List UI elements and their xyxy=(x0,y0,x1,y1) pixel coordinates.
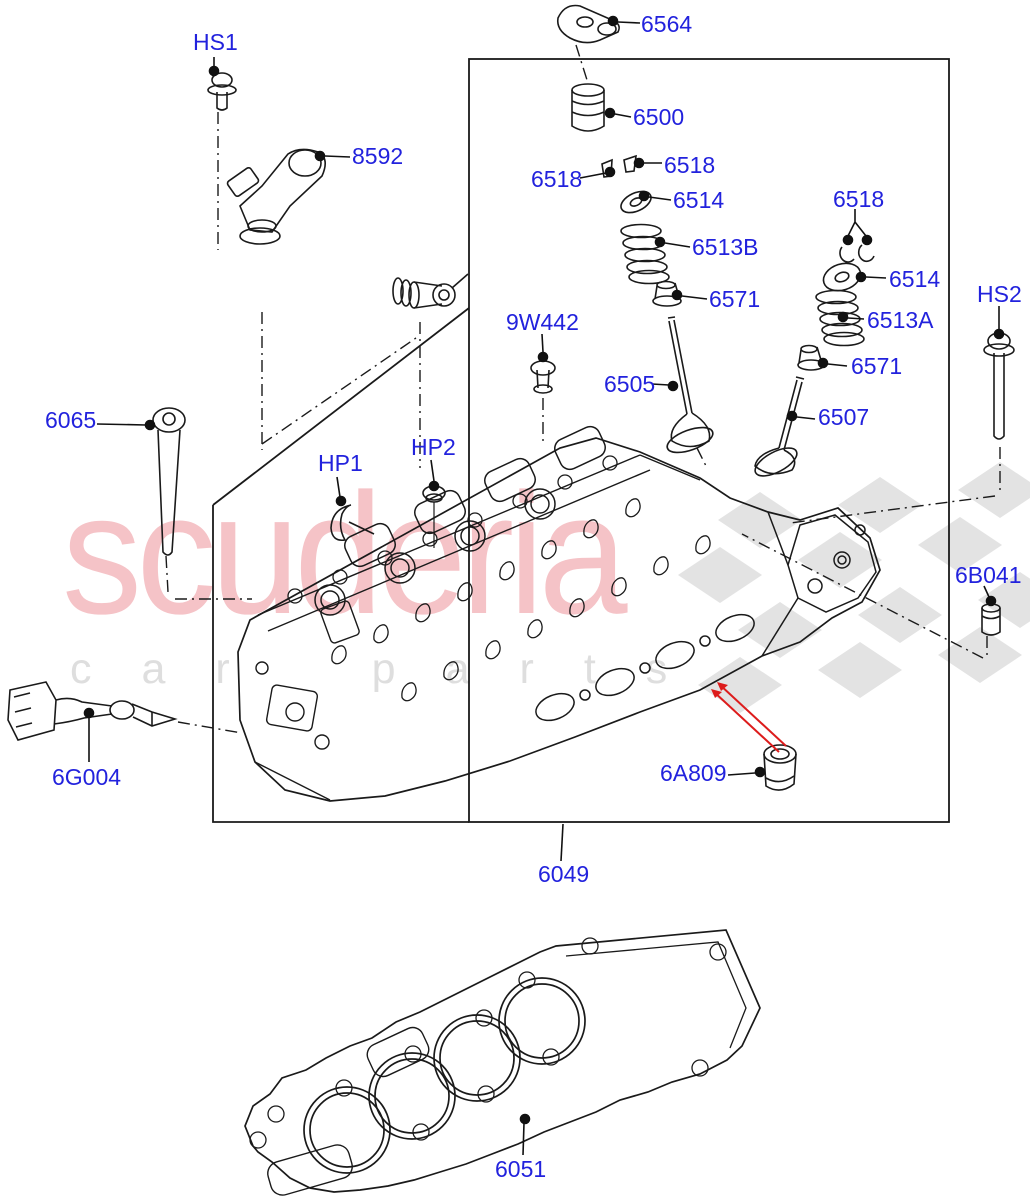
part-label-hp1[interactable]: HP1 xyxy=(318,450,363,476)
cylinder-head-drawing xyxy=(237,425,881,802)
left-assembly-box xyxy=(212,505,469,823)
part-label-6g004[interactable]: 6G004 xyxy=(52,764,122,790)
part-label-6b041[interactable]: 6B041 xyxy=(955,562,1022,588)
part-label-6505[interactable]: 6505 xyxy=(604,371,656,397)
callout-leader-lines xyxy=(83,15,1005,1156)
main-assembly-box xyxy=(468,58,950,823)
part-label-6564[interactable]: 6564 xyxy=(641,11,693,37)
projection-lines xyxy=(165,44,1001,734)
part-label-hp2[interactable]: HP2 xyxy=(411,434,456,460)
part-label-6513b[interactable]: 6513B xyxy=(692,234,759,260)
part-label-6514-mid[interactable]: 6514 xyxy=(673,187,725,213)
intake-valve-6505-drawing xyxy=(666,316,714,454)
part-label-hs2[interactable]: HS2 xyxy=(977,281,1022,307)
part-label-6571-right[interactable]: 6571 xyxy=(851,353,903,379)
exhaust-valve-6507-drawing xyxy=(754,376,805,477)
head-bolt-hs2-drawing xyxy=(983,332,1015,440)
part-label-6500[interactable]: 6500 xyxy=(633,104,685,130)
plug-9w442-drawing xyxy=(530,360,556,394)
part-label-hs1[interactable]: HS1 xyxy=(193,29,238,55)
part-label-6518-right[interactable]: 6518 xyxy=(833,186,885,212)
part-label-6051[interactable]: 6051 xyxy=(495,1156,547,1182)
part-label-9w442[interactable]: 9W442 xyxy=(506,309,579,335)
part-label-6065[interactable]: 6065 xyxy=(45,407,97,433)
part-label-6518-top[interactable]: 6518 xyxy=(664,152,716,178)
part-label-6514-right[interactable]: 6514 xyxy=(889,266,941,292)
oil-control-valve-6284-drawing xyxy=(392,273,469,309)
head-gasket-drawing xyxy=(244,929,761,1196)
core-plug-6a809-drawing xyxy=(763,744,797,791)
part-label-6513a[interactable]: 6513A xyxy=(867,307,934,333)
bolt-6065-drawing xyxy=(152,407,186,556)
valve-collets-6518-right-drawing xyxy=(839,244,875,263)
part-label-6a809[interactable]: 6A809 xyxy=(660,760,727,786)
valve-spring-6513b-drawing xyxy=(620,223,670,285)
part-label-6049[interactable]: 6049 xyxy=(538,861,590,887)
left-assembly-box-diagonal xyxy=(212,307,470,506)
part-label-8592[interactable]: 8592 xyxy=(352,143,404,169)
pointer-arrows xyxy=(711,682,787,753)
lash-adjuster-6500-drawing xyxy=(571,83,605,132)
cup-plug-hp1-drawing xyxy=(330,504,375,542)
bolt-hs1-drawing xyxy=(207,72,237,111)
part-label-6518-left[interactable]: 6518 xyxy=(531,166,583,192)
rocker-arm-6564-drawing xyxy=(556,4,620,44)
assembly-boxes xyxy=(212,58,950,823)
part-label-6507[interactable]: 6507 xyxy=(818,404,870,430)
spring-retainer-6514-mid-drawing xyxy=(620,190,652,214)
camshaft-sensor-8592-drawing xyxy=(226,148,326,245)
temp-sensor-6g004-drawing xyxy=(7,681,178,741)
part-label-6571-mid[interactable]: 6571 xyxy=(709,286,761,312)
spring-retainer-6514-right-drawing xyxy=(822,262,862,292)
